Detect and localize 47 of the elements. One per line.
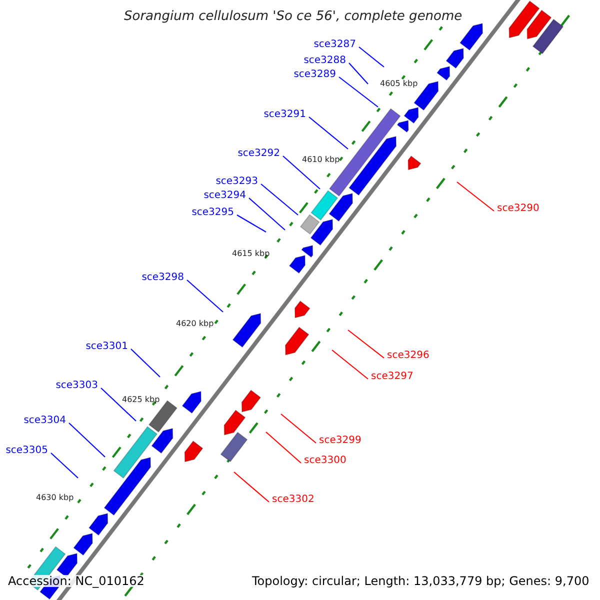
leader-line — [456, 182, 494, 212]
leader-line — [186, 280, 224, 312]
leader-line — [282, 156, 320, 190]
gene-label: sce3297 — [371, 372, 414, 382]
gene-label: sce3289 — [294, 70, 336, 80]
leader-line — [308, 116, 348, 150]
gene-label: sce3295 — [192, 208, 234, 218]
gene-label: sce3299 — [319, 436, 362, 446]
gene-label: sce3287 — [314, 40, 356, 50]
leader-line — [234, 472, 270, 502]
gene-label: sce3293 — [216, 177, 258, 187]
leader-line — [100, 388, 136, 422]
gene-label: sce3294 — [204, 191, 246, 201]
leader-line — [358, 46, 384, 68]
scale-label: 4630 kbp — [36, 494, 74, 502]
gene-label: sce3296 — [387, 351, 430, 361]
accession-text: Accession: NC_010162 — [8, 575, 144, 587]
leader-line — [348, 330, 384, 358]
scale-label: 4610 kbp — [302, 156, 340, 164]
scale-label: 4625 kbp — [122, 396, 160, 404]
gene-label: sce3302 — [272, 495, 314, 505]
title: Sorangium cellulosum 'So ce 56', complete genome — [124, 10, 462, 23]
gene-label: sce3288 — [304, 56, 346, 66]
scale-label: 4605 kbp — [380, 80, 418, 88]
gene-label: sce3292 — [238, 149, 280, 159]
gene-label: sce3298 — [142, 273, 184, 283]
gene-label: sce3290 — [497, 204, 540, 214]
leader-line — [332, 350, 368, 380]
gene-label: sce3301 — [86, 342, 128, 352]
leader-line — [266, 432, 302, 464]
gene-label: sce3303 — [56, 381, 98, 391]
scale-label: 4620 kbp — [176, 320, 214, 328]
leader-line — [248, 198, 286, 230]
gene-label: sce3291 — [264, 110, 306, 120]
leader-line — [338, 76, 378, 108]
leader-line — [260, 184, 298, 216]
scale-label: 4615 kbp — [232, 250, 270, 258]
leader-line — [50, 452, 78, 478]
leader-line — [280, 414, 316, 444]
gene-label: sce3304 — [24, 416, 66, 426]
summary-text: Topology: circular; Length: 13,033,779 bp; Genes: 9,700 — [252, 575, 590, 587]
leader-line — [348, 62, 368, 84]
gene-label: sce3305 — [6, 446, 48, 456]
leader-line — [236, 214, 266, 232]
leader-line — [130, 348, 160, 378]
leader-line — [68, 422, 106, 458]
gene-label: sce3300 — [304, 456, 346, 466]
